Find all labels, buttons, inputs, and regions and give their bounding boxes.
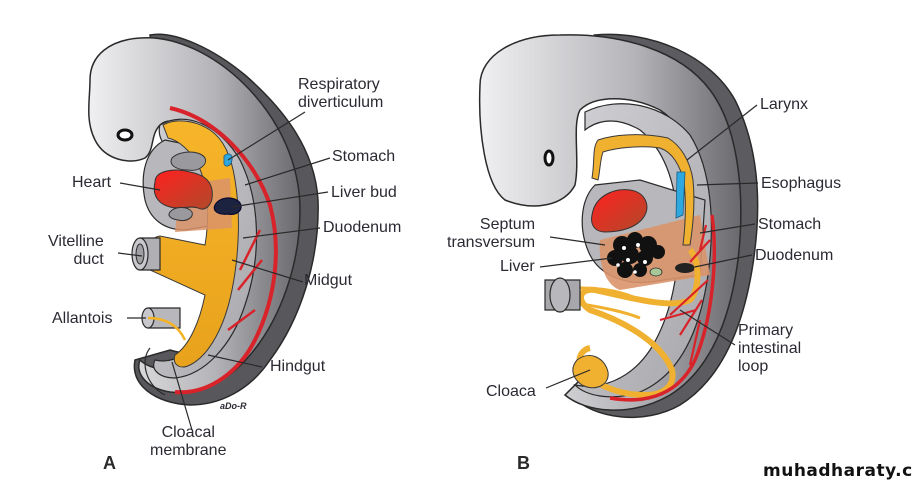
label-larynx: Larynx [760,96,809,113]
panel-a-heart [153,169,213,210]
panel-a-head [88,36,301,394]
panel-a-liver-bud [213,197,242,215]
panel-b-gallbladder [649,267,663,277]
label-hindgut: Hindgut [270,358,326,375]
label-vitelline-duct: Vitelline duct [48,233,104,268]
label-stomach-b: Stomach [758,216,822,233]
panel-a-embryo [88,33,319,406]
panel-a-tail-hook [144,347,166,396]
illustrator-signature: aDo-R [220,401,247,411]
panel-letter-b: B [517,453,530,473]
label-allantois: Allantois [52,310,113,327]
panel-letter-a: A [103,453,116,473]
panel-b-heart [591,189,648,233]
panel-b-eye [543,149,555,167]
label-liver: Liver [500,258,535,275]
panel-a-cardinal-blob-bottom [168,207,193,221]
panel-a-cardinal-blob-top [170,151,207,171]
label-heart: Heart [72,174,112,191]
panel-a-eye [116,128,134,142]
label-duodenum-b: Duodenum [755,247,834,264]
panel-b-dorsal-aorta [609,214,716,402]
panel-b-vitelline-stalk [544,277,581,313]
label-respiratory-diverticulum: Respiratory diverticulum [298,76,384,111]
label-cloaca: Cloaca [486,383,536,400]
panel-a-vitelline-duct [131,237,161,271]
panel-b-liver [607,232,665,278]
label-esophagus: Esophagus [761,175,842,192]
label-midgut: Midgut [304,272,353,289]
label-liver-bud: Liver bud [331,184,397,201]
panel-b-pancreas [675,263,695,273]
label-cloacal-membrane: Cloacal membrane [150,424,227,459]
panel-a-leader-lines [117,111,331,431]
label-septum-transversum: Septum transversum [447,216,536,251]
label-primary-intestinal-loop: Primary intestinal loop [738,322,802,375]
panel-b-leader-lines [539,104,759,389]
panel-a-dorsal-aorta [169,106,278,395]
panel-b-cloaca [572,355,609,389]
panel-a-allantois [141,307,187,341]
panel-b-embryo [478,33,759,419]
label-stomach-a: Stomach [332,148,396,165]
watermark: muhadharaty.com [763,461,912,481]
panel-b-trachea [675,171,686,219]
label-duodenum-a: Duodenum [323,219,402,236]
panel-b-foregut [591,134,695,246]
